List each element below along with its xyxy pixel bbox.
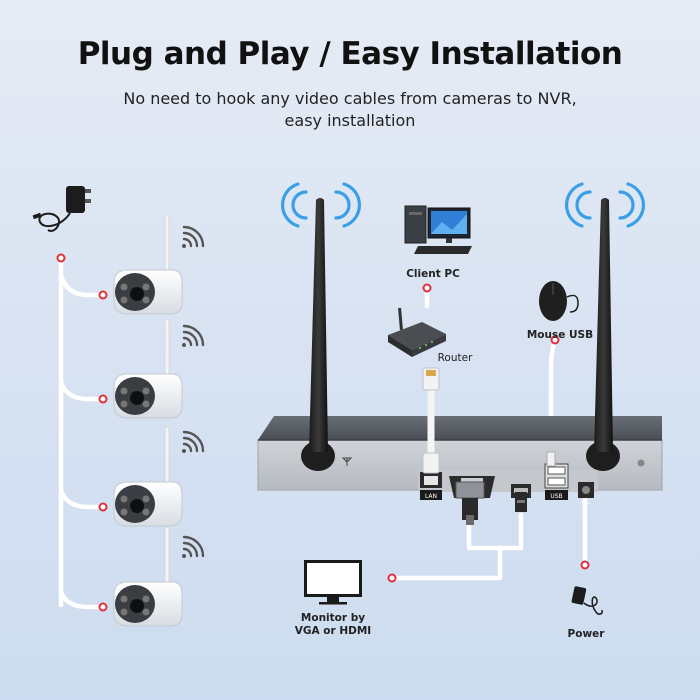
camera-3-power-branch — [58, 487, 104, 510]
lan-port: LAN — [420, 472, 442, 500]
usb-port-label: USB — [550, 493, 562, 500]
subtitle-line-2: easy installation — [284, 111, 416, 130]
router-label: Router — [437, 352, 473, 364]
page-title: Plug and Play / Easy Installation — [77, 36, 623, 72]
vga-plug — [455, 481, 485, 525]
usb-plug — [546, 451, 556, 467]
camera-1 — [113, 214, 183, 315]
dc-port: DC — [578, 482, 594, 506]
camera-4-wifi-icon — [182, 535, 205, 558]
camera-4 — [113, 526, 183, 627]
dot-camera-4 — [98, 602, 108, 612]
camera-4-power-branch — [58, 589, 104, 610]
left-antenna-signal-icon — [281, 182, 361, 228]
hdmi-plug — [515, 492, 527, 512]
router-icon — [388, 307, 446, 357]
nvr-antenna-right — [594, 198, 613, 452]
dot-adapter — [56, 253, 66, 263]
nvr-antenna-left — [309, 198, 328, 452]
monitor-label: Monitor by VGA or HDMI — [290, 612, 376, 638]
dc-port-label: DC — [582, 499, 591, 506]
dot-mouse — [550, 335, 560, 345]
mouse-label: Mouse USB — [526, 329, 594, 341]
dot-client-pc — [422, 283, 432, 293]
monitor-label-line-1: Monitor by — [300, 612, 366, 624]
hdmi-cable — [497, 512, 524, 551]
camera-2 — [113, 318, 183, 419]
client-pc-label: Client PC — [406, 268, 460, 280]
subtitle-line-1: No need to hook any video cables from ca… — [123, 89, 577, 108]
dot-camera-3 — [98, 502, 108, 512]
monitor-icon — [304, 560, 362, 605]
right-antenna-signal-icon — [565, 182, 645, 228]
usb-ports: USB — [544, 463, 569, 500]
connector-dots — [56, 253, 590, 612]
page-subtitle: No need to hook any video cables from ca… — [0, 88, 700, 132]
dot-power — [580, 560, 590, 570]
camera-1-power-branch — [58, 272, 104, 298]
camera-2-power-branch — [58, 379, 104, 402]
power-label: Power — [567, 628, 605, 640]
power-adapter-icon — [32, 186, 91, 232]
camera-2-wifi-icon — [182, 324, 205, 347]
nvr-wifi-signals — [281, 182, 645, 228]
camera-3 — [113, 426, 183, 527]
nvr-power-adapter-icon — [571, 586, 603, 615]
dot-camera-2 — [98, 394, 108, 404]
client-pc-icon — [404, 205, 472, 254]
dot-monitor — [387, 573, 397, 583]
vga-cable — [389, 519, 503, 581]
camera-3-wifi-icon — [182, 430, 205, 453]
mouse-icon — [539, 281, 579, 321]
monitor-label-line-2: VGA or HDMI — [294, 625, 372, 637]
lan-port-label: LAN — [425, 493, 437, 500]
dot-camera-1 — [98, 290, 108, 300]
camera-1-wifi-icon — [182, 225, 205, 248]
ethernet-cable — [422, 367, 440, 474]
